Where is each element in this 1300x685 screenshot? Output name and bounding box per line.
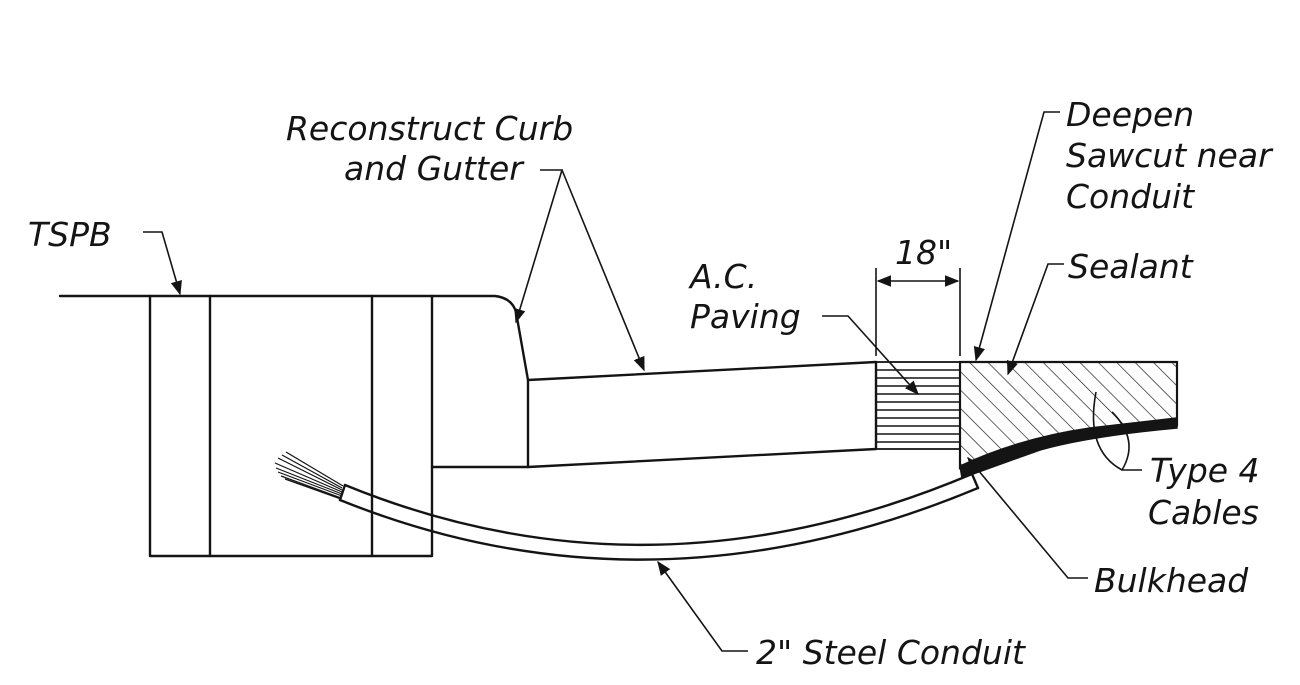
- label-tspb: TSPB: [28, 215, 112, 254]
- steel-conduit: [338, 472, 980, 561]
- ground-line: [58, 294, 530, 382]
- label-deepen-line3: Conduit: [1066, 177, 1195, 216]
- ac-paving: [875, 361, 961, 450]
- label-curb-line1: Reconstruct Curb: [286, 109, 573, 148]
- cable-strands: [274, 451, 344, 500]
- type4-cables: [959, 417, 1178, 480]
- label-cables-line1: Type 4: [1150, 451, 1260, 490]
- label-deepen-line2: Sawcut near: [1066, 136, 1274, 175]
- label-sealant: Sealant: [1068, 247, 1194, 286]
- label-dimension: 18": [895, 233, 952, 272]
- label-bulkhead: Bulkhead: [1094, 561, 1249, 600]
- dimension-18in: [875, 268, 961, 356]
- label-cables-line2: Cables: [1148, 493, 1259, 532]
- leader-lines: [143, 111, 1142, 652]
- tspb-pull-box: [148, 294, 434, 558]
- curb-gutter: [430, 360, 878, 469]
- label-conduit: 2" Steel Conduit: [756, 633, 1026, 672]
- label-ac-line2: Paving: [690, 297, 801, 336]
- label-ac-line1: A.C.: [688, 257, 757, 296]
- label-curb-line2: and Gutter: [344, 149, 525, 188]
- label-deepen-line1: Deepen: [1066, 95, 1194, 134]
